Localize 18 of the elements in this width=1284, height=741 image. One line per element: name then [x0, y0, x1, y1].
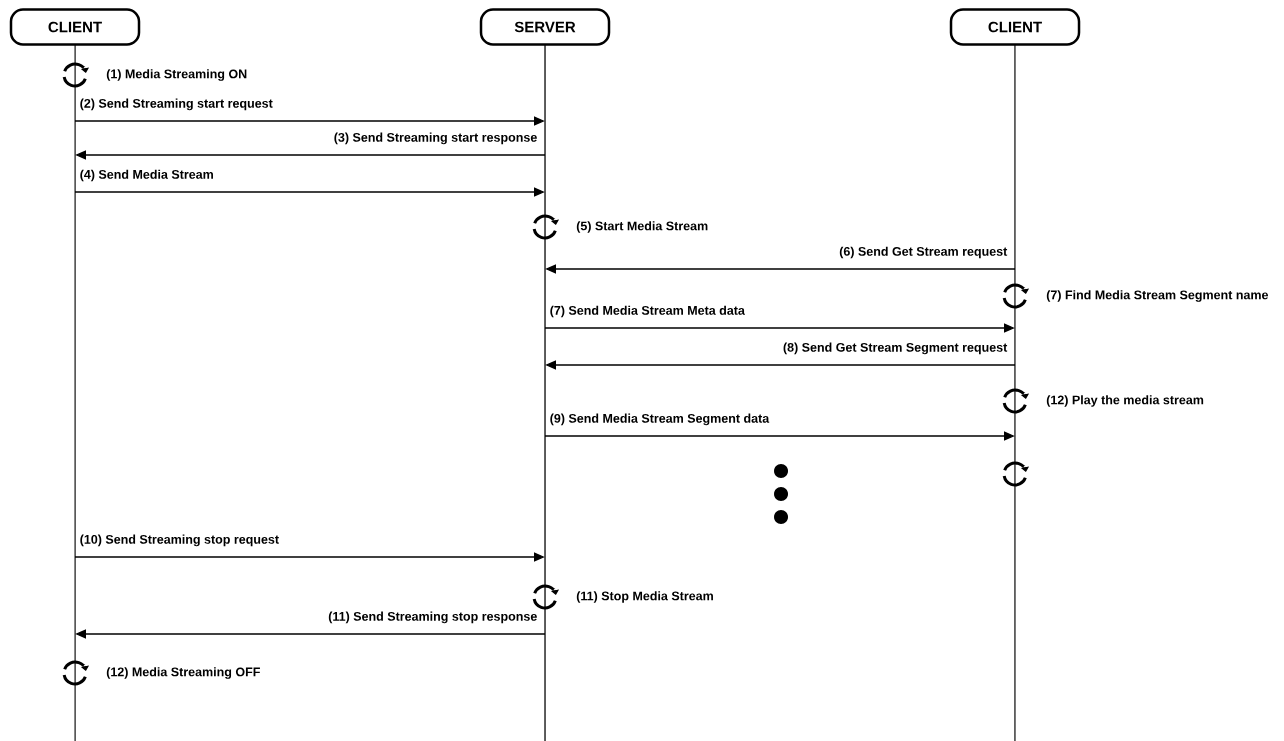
step-label: (12) Media Streaming OFF: [106, 667, 260, 679]
edge-label: (8) Send Get Stream Segment request: [781, 341, 1009, 356]
step-label: (5) Start Media Stream: [576, 221, 708, 233]
edge-label: (7) Send Media Stream Meta data: [548, 304, 747, 319]
step-label: (7) Find Media Stream Segment name: [1046, 290, 1269, 302]
edge-label: (10) Send Streaming stop request: [78, 533, 281, 548]
edge-label: (6) Send Get Stream request: [837, 245, 1009, 260]
edge-label: (11) Send Streaming stop response: [326, 610, 539, 625]
edge-label: (4) Send Media Stream: [78, 168, 216, 183]
actor-box: CLIENT: [949, 8, 1081, 46]
step-label: (11) Stop Media Stream: [576, 591, 713, 603]
actor-box: CLIENT: [9, 8, 141, 46]
edge-label: (2) Send Streaming start request: [78, 97, 275, 112]
edge-label: (3) Send Streaming start response: [332, 131, 539, 146]
edge-label: (9) Send Media Stream Segment data: [548, 412, 771, 427]
step-label: (12) Play the media stream: [1046, 395, 1204, 407]
step-label: (1) Media Streaming ON: [106, 69, 247, 81]
actor-box: SERVER: [479, 8, 611, 46]
